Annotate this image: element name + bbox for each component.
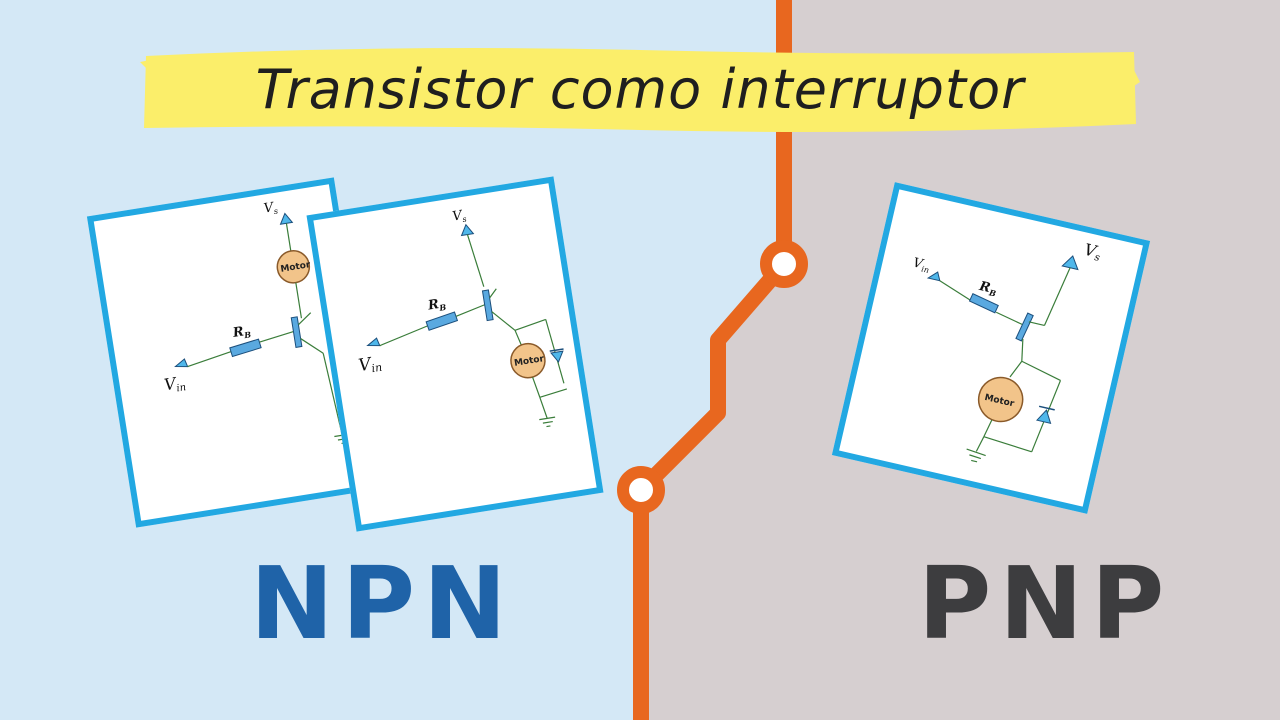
vin-terminal-icon: [926, 271, 941, 282]
vs-terminal-icon: [460, 223, 475, 237]
npn-circuit-diagram-2: Vs Vin RB Motor: [357, 208, 568, 428]
transistor-icon: [290, 316, 303, 348]
pnp-label: PNP: [918, 545, 1173, 662]
transistor-icon: [481, 289, 494, 322]
vin-terminal-icon: [366, 337, 381, 347]
diode-icon: [1035, 409, 1052, 425]
svg-text:Vs: Vs: [1082, 240, 1103, 264]
ground-icon: [966, 448, 986, 457]
circuit-card-npn-1: Vs Motor Vin RB: [86, 177, 384, 528]
resistor-rb-icon: [425, 311, 459, 331]
ground-icon: [539, 416, 556, 421]
motor-icon: [977, 376, 1024, 423]
transistor-icon: [1015, 312, 1034, 342]
pnp-circuit-diagram: Vs Vin RB Motor: [911, 240, 1103, 463]
svg-text:Vs: Vs: [263, 200, 279, 218]
svg-text:RB: RB: [977, 279, 999, 299]
vin-terminal-icon: [174, 358, 189, 368]
vs-terminal-icon: [279, 212, 294, 225]
npn-circuit-diagram-1: Vs Motor Vin RB: [163, 200, 351, 445]
resistor-rb-icon: [968, 293, 999, 314]
svg-text:RB: RB: [426, 296, 447, 315]
switch-line: [633, 0, 792, 720]
svg-text:Vs: Vs: [451, 208, 467, 226]
page-title: Transistor como interruptor: [255, 58, 1025, 121]
switch-contact-bottom: [617, 466, 665, 514]
vs-terminal-icon: [1061, 255, 1079, 271]
diode-icon: [550, 350, 564, 363]
svg-text:Vin: Vin: [357, 353, 383, 377]
svg-text:RB: RB: [231, 323, 252, 342]
svg-text:Vin: Vin: [911, 256, 931, 275]
motor-icon: [510, 342, 546, 379]
resistor-rb-icon: [229, 338, 262, 358]
svg-text:Motor: Motor: [513, 354, 545, 369]
switch-contact-top: [760, 240, 808, 288]
svg-text:Motor: Motor: [280, 260, 312, 275]
circuit-card-pnp: Vs Vin RB Motor: [831, 182, 1151, 514]
svg-text:Vin: Vin: [163, 372, 187, 396]
circuit-card-npn-2: Vs Vin RB Motor: [306, 176, 604, 532]
title-highlight: [140, 48, 1140, 132]
npn-label: NPN: [250, 545, 515, 662]
